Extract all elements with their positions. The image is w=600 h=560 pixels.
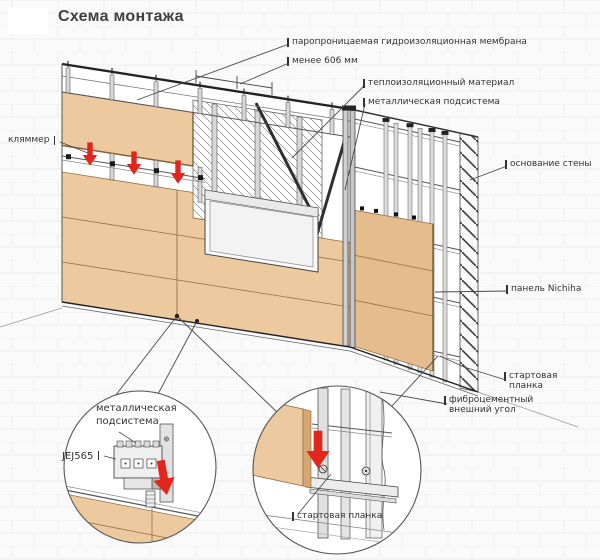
wall-drawing [61,60,479,397]
corner-whitebox [8,8,48,34]
label-membrane: паропроницаемая гидроизоляционная мембра… [287,37,527,47]
wall-base-hatch [459,132,479,393]
label-panel-nichiha: панель Nichiha [506,284,581,294]
leader-lines [59,43,509,417]
label-line: фиброцементный [449,395,534,405]
membrane-fold [314,131,349,239]
window-panel [204,189,319,273]
label-wall-base: основание стены [505,159,592,169]
label-part-code: JEJ565 [62,450,100,463]
label-dimension: менее 606 мм [287,56,358,66]
detail-circle-middle [252,385,422,555]
screw-icon [318,464,371,476]
clamp-clips [66,154,203,181]
label-line: внешний угол [449,405,516,415]
label-line: стартовая [509,371,558,381]
dimension-lines [195,70,273,95]
label-line: подсистема [96,416,159,427]
ground-lines [0,307,579,428]
label-starter-strip-right: стартовая планка [504,371,557,391]
label-clamp: кляммер [8,135,56,145]
label-detail-subsystem: металлическая подсистема [96,402,177,428]
label-line: планка [509,381,543,391]
side-face [349,108,479,393]
page-title: Схема монтажа [58,8,184,25]
label-subsystem: металлическая подсистема [363,97,500,107]
front-face [61,60,351,348]
label-line: металлическая [96,403,177,414]
label-insulation: теплоизоляционный материал [363,78,514,88]
membrane-top-line [61,62,351,111]
label-detail-starter: стартовая планка [292,511,382,521]
side-panel-field [352,209,434,372]
leader-dot [174,313,180,319]
leader-dot [195,319,199,323]
starter-strip [61,301,479,397]
label-fibercement-corner: фиброцементный внешний угол [444,395,533,415]
clamp-clips [360,206,416,220]
top-frame-band [61,60,351,302]
